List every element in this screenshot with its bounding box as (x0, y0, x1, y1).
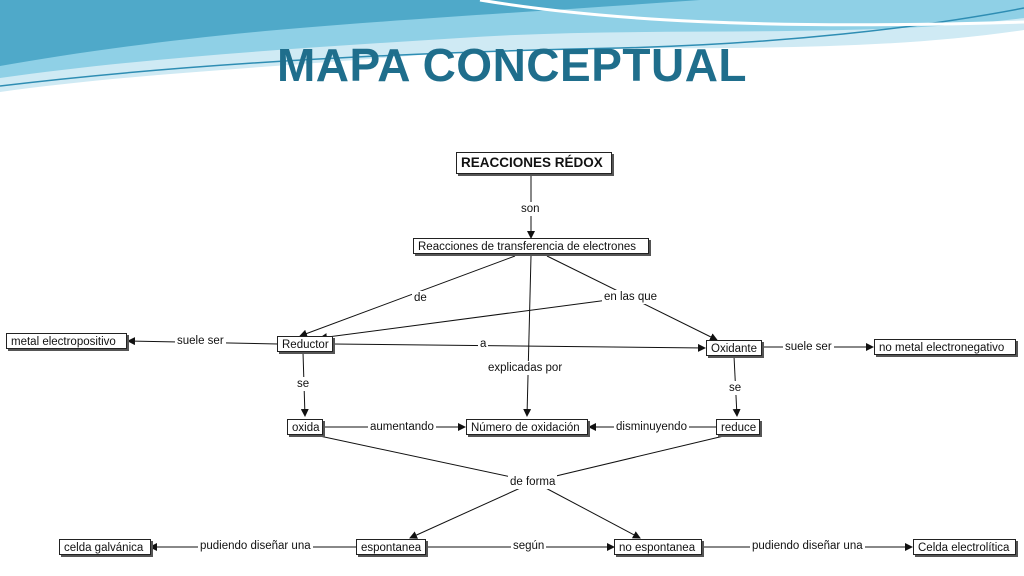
link-label-suele-ser-left: suele ser (175, 334, 226, 348)
link-label-suele-ser-right: suele ser (783, 340, 834, 354)
link-label-pudiendo-right: pudiendo diseñar una (750, 539, 865, 553)
node-celda-electrolitica: Celda electrolítica (913, 539, 1016, 555)
node-numero-oxidacion: Número de oxidación (466, 419, 588, 435)
link-label-de: de (412, 291, 429, 305)
link-deforma-espontanea (409, 484, 528, 539)
link-label-en-las-que: en las que (602, 290, 660, 304)
node-oxida: oxida (287, 419, 323, 435)
link-label-aumentando: aumentando (368, 420, 436, 434)
node-espontanea: espontanea (356, 539, 426, 555)
node-no-espontanea: no espontanea (614, 539, 702, 555)
link-label-disminuyendo: disminuyendo (614, 420, 689, 434)
link-label-explicadas-por: explicadas por (486, 361, 565, 375)
link-label-segun: según (511, 539, 547, 553)
slide-title: MAPA CONCEPTUAL (276, 39, 748, 91)
node-no-metal-electronegativo: no metal electronegativo (874, 339, 1016, 355)
link-label-son: son (519, 202, 542, 216)
link-oxida-deforma (314, 434, 531, 482)
link-label-se-left: se (295, 377, 312, 391)
link-reduce-deforma (534, 434, 729, 482)
link-transfer-reductor (299, 255, 516, 338)
wave-line-2 (479, 0, 1024, 27)
link-reductor-oxidante (332, 343, 706, 352)
node-reductor: Reductor (277, 336, 333, 352)
wave-band-dark (0, 0, 700, 66)
link-label-pudiendo-left: pudiendo diseñar una (198, 539, 313, 553)
node-celda-galvanica: celda galvánica (59, 539, 151, 555)
node-reacciones-transferencia: Reacciones de transferencia de electrone… (413, 238, 649, 254)
link-enlasque-reductor (319, 299, 609, 342)
wave-line (0, 7, 1024, 87)
link-transfer-numox (523, 255, 532, 417)
link-label-de-forma: de forma (508, 475, 558, 489)
node-oxidante: Oxidante (706, 340, 762, 356)
header-wave-decoration (0, 0, 1024, 92)
link-deforma-noespontanea (539, 484, 641, 539)
node-metal-electropositivo: metal electropositivo (6, 333, 127, 349)
link-label-se-right: se (727, 381, 744, 395)
node-reacciones-redox: REACCIONES RÉDOX (456, 152, 612, 174)
link-label-a: a (478, 337, 489, 351)
node-reduce: reduce (716, 419, 760, 435)
